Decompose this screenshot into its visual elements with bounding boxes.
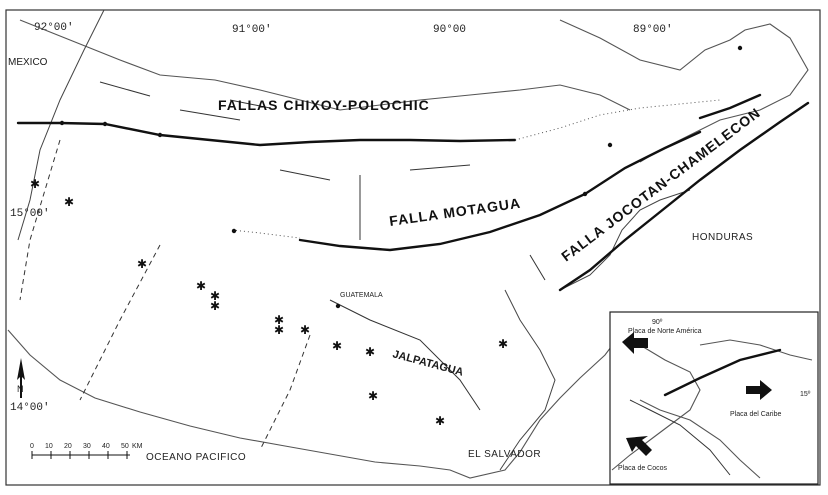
plate-arrow-icon [622,332,648,354]
jocotan-chamelecon-fault [558,101,810,292]
honduras-border [559,189,691,291]
lineament-west-2 [79,244,161,401]
lat-label-15: 15°00' [10,208,50,220]
lineament-center [259,334,311,451]
lon-label-92: 92°00' [34,22,74,34]
scale-tick-label: 10 [45,443,53,450]
scale-tick-label: 0 [30,443,34,450]
volcano-icon: ✱ [300,323,310,337]
fault-node [607,142,613,148]
volcano-icon: ✱ [274,323,284,337]
plate-north-america-label: Placa de Norte América [628,328,702,335]
fault-node [231,228,237,234]
fault-trace-5 [229,99,271,109]
fault-node [737,45,743,51]
volcano-icon: ✱ [498,337,508,351]
scale-tick-label: 50 [121,443,129,450]
scale-tick-label: 40 [102,443,110,450]
lon-label-89: 89°00' [633,24,673,36]
scale-unit-label: KM [132,443,143,450]
motagua-label: FALLA MOTAGUA [388,195,522,229]
scale-tick-label: 30 [83,443,91,450]
north-border [19,19,631,111]
north-arrow-icon [17,358,25,398]
volcano-icon: ✱ [274,313,284,327]
scale-bar [31,451,130,459]
plate-caribe-label: Placa del Caribe [730,411,781,418]
pacific-coastline [7,329,621,479]
fault-trace-4 [409,164,471,171]
volcano-icon: ✱ [365,345,375,359]
volcano-icon: ✱ [137,257,147,271]
plate-arrow-icon [626,436,652,456]
volcano-icon: ✱ [30,177,40,191]
inset-map [609,311,819,485]
scale-tick-label: 20 [64,443,72,450]
lineament-west [19,139,61,301]
fault-trace-3 [279,169,331,181]
caribbean-coastline [559,19,809,163]
guatemala-city-marker [335,303,341,309]
map-frame [5,9,821,486]
motagua-dotted-west [231,229,301,239]
inset-lat-label: 15º [800,391,811,398]
chixoy-east-segment [698,93,762,120]
jalpatagua-label: JALPATAGUA [391,348,464,378]
plate-arrow-icon [746,380,772,400]
el-salvador-label: EL SALVADOR [468,449,541,460]
volcano-icon: ✱ [435,414,445,428]
inset-lon-label: 90º [652,319,663,326]
guatemala-label: GUATEMALA [340,292,383,299]
fault-node [582,191,588,197]
fault-trace-1 [99,81,151,97]
lon-label-90: 90°00 [433,24,466,36]
volcano-icon: ✱ [210,289,220,303]
fault-node [102,121,108,127]
plate-cocos-label: Placa de Cocos [618,465,668,472]
fault-node [59,120,65,126]
volcano-icon: ✱ [196,279,206,293]
volcano-icon: ✱ [210,299,220,313]
fault-node [157,132,163,138]
oceano-pacifico-label: OCEANO PACIFICO [146,452,246,463]
mexico-label: MEXICO [8,57,48,68]
fault-trace-6 [329,299,481,411]
chixoy-polochic-label: FALLAS CHIXOY-POLOCHIC [218,97,430,113]
fault-trace-8 [529,254,546,281]
volcano-icon: ✱ [64,195,74,209]
chixoy-polochic-dotted [514,99,721,141]
fault-trace-2 [179,109,241,121]
lat-label-14: 14°00' [10,402,50,414]
motagua-fault [298,130,702,252]
lon-label-91: 91°00' [232,24,272,36]
volcano-icon: ✱ [332,339,342,353]
honduras-label: HONDURAS [692,232,753,243]
salvador-border [499,289,556,471]
north-label: N [17,384,24,394]
volcano-icon: ✱ [368,389,378,403]
mexico-border [17,9,105,241]
chixoy-polochic-fault [16,121,517,147]
